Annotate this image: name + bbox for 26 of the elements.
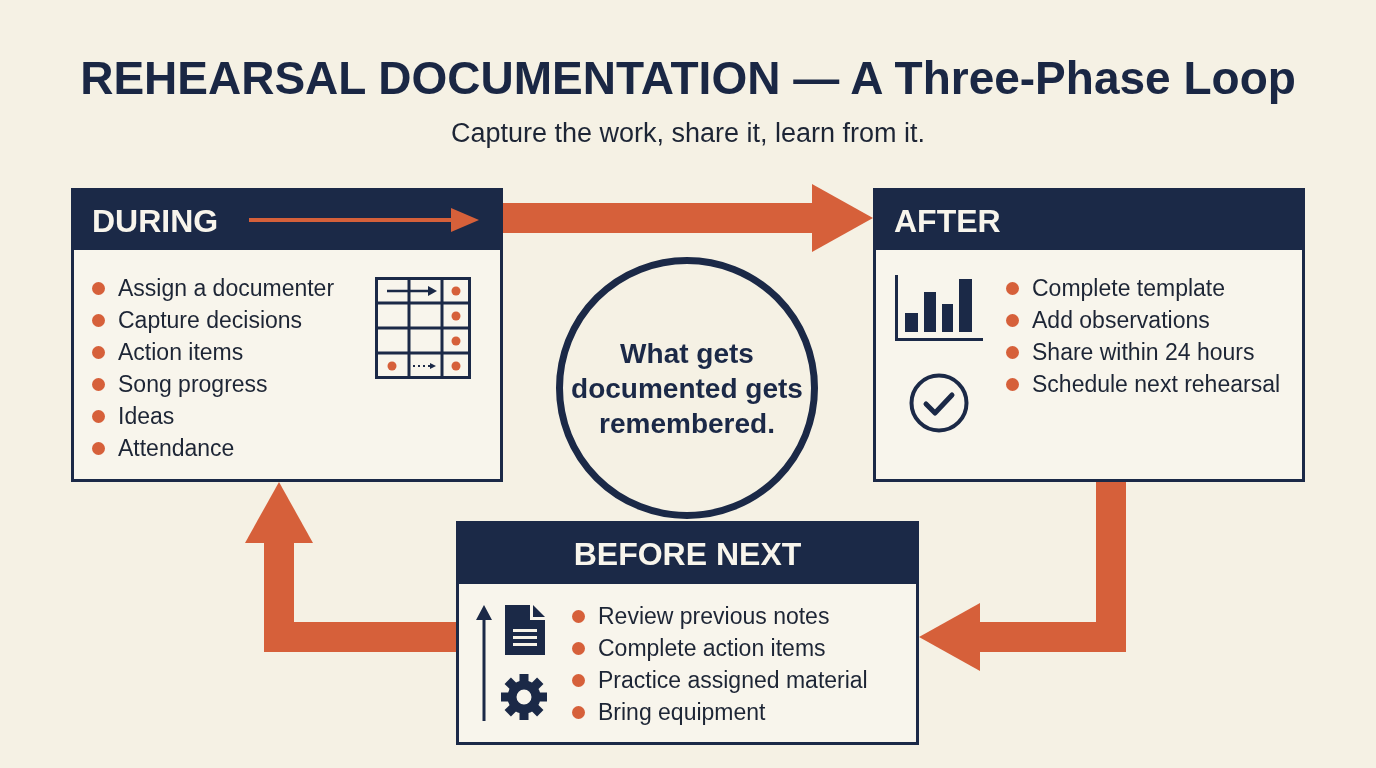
title: REHEARSAL DOCUMENTATION — A Three-Phase Loop	[80, 51, 1296, 106]
phase-title: AFTER	[894, 201, 1001, 241]
quote-text: What gets documented gets remembered.	[570, 336, 804, 441]
list-item-text: Attendance	[118, 434, 235, 463]
list-item-text: Song progress	[118, 370, 268, 399]
phase-card	[71, 188, 503, 482]
list-item-text: Assign a documenter	[118, 274, 335, 303]
phase-title: DURING	[92, 201, 219, 241]
subtitle: Capture the work, share it, learn from it.	[450, 117, 926, 150]
phase-card	[456, 521, 919, 745]
list-item-text: Add observations	[1032, 306, 1210, 335]
list-item-text: Schedule next rehearsal	[1032, 370, 1281, 399]
list-item-text: Review previous notes	[598, 602, 830, 631]
phase-card	[873, 188, 1305, 482]
list-item-text: Share within 24 hours	[1032, 338, 1255, 367]
list-item-text: Action items	[118, 338, 244, 367]
phase-title: BEFORE NEXT	[573, 535, 802, 574]
list-item-text: Complete template	[1032, 274, 1226, 303]
flow-arrow	[503, 184, 873, 252]
list-item-text: Bring equipment	[598, 698, 766, 727]
list-item-text: Ideas	[118, 402, 175, 431]
list-item-text: Capture decisions	[118, 306, 303, 335]
flow-arrow	[245, 482, 456, 652]
list-item-text: Complete action items	[598, 634, 826, 663]
flow-arrow	[919, 482, 1126, 671]
list-item-text: Practice assigned material	[598, 666, 868, 695]
